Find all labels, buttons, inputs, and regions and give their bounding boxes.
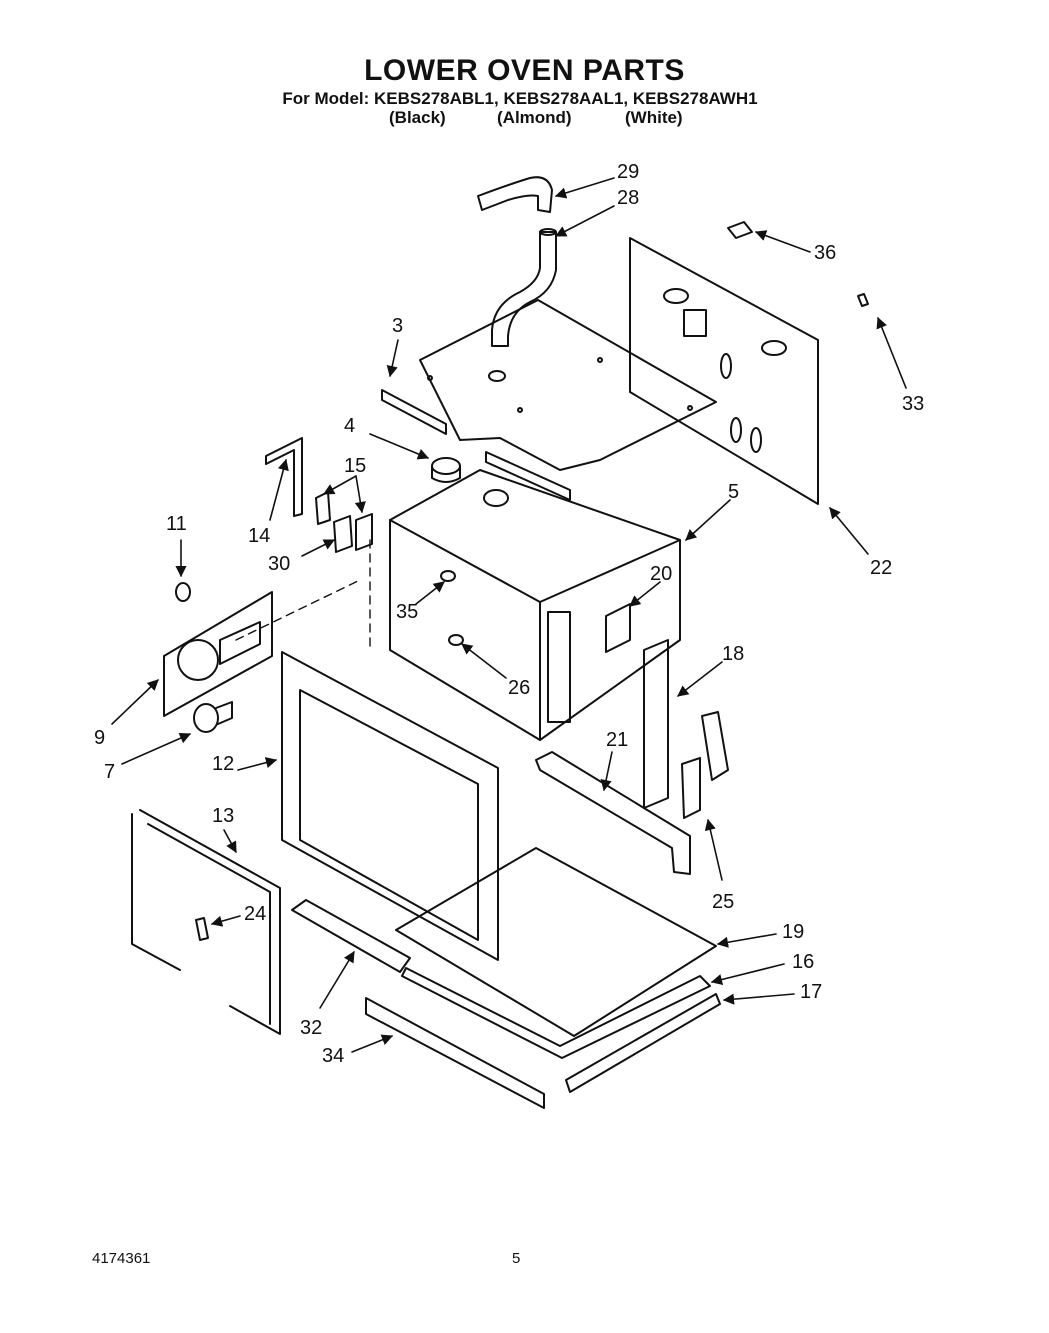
callout-4: 4 [344,415,355,437]
callout-12: 12 [212,753,234,775]
callout-36: 36 [814,242,836,264]
callout-29: 29 [617,161,639,183]
bottom-trim-part [565,993,721,1093]
callout-35: 35 [396,601,418,623]
page-number: 5 [512,1250,521,1267]
callout-16: 16 [792,951,814,973]
callout-5: 5 [728,481,739,503]
callout-14: 14 [248,525,270,547]
leader-lines [111,177,907,1053]
callout-24: 24 [244,903,266,925]
callout-26: 26 [508,677,530,699]
callout-15: 15 [344,455,366,477]
sensor-part [333,515,353,553]
vent-grille-part [365,997,545,1109]
latch-bracket-part [265,437,303,517]
top-plate-part [381,299,717,501]
callout-11: 11 [166,513,187,535]
bottom-panel-part [395,847,717,1037]
light-assembly-part [163,591,273,717]
callout-9: 9 [94,727,105,749]
page-title: LOWER OVEN PARTS [364,54,685,87]
hinge-receptacle-part [643,639,669,809]
corner-bracket-part [857,293,869,307]
callout-25: 25 [712,891,734,913]
vent-tube-part [477,176,553,213]
document-number: 4174361 [92,1250,151,1267]
light-socket-part [431,457,461,483]
color-almond: (Almond) [497,108,572,127]
front-frame-part [281,651,499,961]
grommet-part [175,582,191,602]
bottom-shield-part [401,967,711,1059]
rack-stop-35-part [440,570,456,582]
hinge-part [681,711,729,819]
vent-baffle-part [291,899,411,973]
callout-20: 20 [650,563,672,585]
callout-3: 3 [392,315,403,337]
color-white: (White) [625,108,683,127]
side-plate-part [605,603,631,653]
callout-30: 30 [268,553,290,575]
callout-19: 19 [782,921,804,943]
callout-21: 21 [606,729,628,751]
callout-22: 22 [870,557,892,579]
callout-13: 13 [212,805,234,827]
color-black: (Black) [389,108,446,127]
oven-cavity-part [389,469,681,741]
callout-18: 18 [722,643,744,665]
back-panel-part [629,237,819,505]
gasket-clip-part [195,917,209,941]
rack-stop-26-part [448,634,464,646]
bulb-part [193,701,233,733]
callout-32: 32 [300,1017,322,1039]
clip-part [727,221,753,239]
door-gasket-part [131,809,281,1035]
callout-33: 33 [902,393,924,415]
callout-28: 28 [617,187,639,209]
callout-17: 17 [800,981,822,1003]
callout-34: 34 [322,1045,344,1067]
callout-7: 7 [104,761,115,783]
cross-bracket-part [535,751,691,875]
model-list: For Model: KEBS278ABL1, KEBS278AAL1, KEB… [282,89,758,108]
assembly-guide-line [235,539,371,651]
switch-part [315,491,373,551]
